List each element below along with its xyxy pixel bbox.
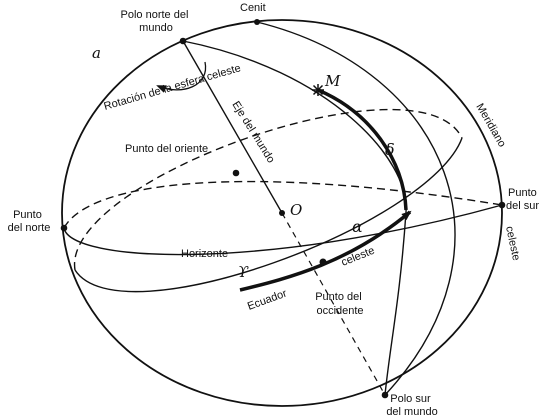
star-icon: [312, 84, 324, 96]
equator-right-ascension-arc: [239, 210, 412, 292]
south-point-dot: [498, 201, 506, 209]
east-point-label: Punto del oriente: [125, 143, 208, 155]
equator-back: [74, 108, 463, 271]
horizon-front: [63, 204, 503, 256]
axis-label: Eje del mundo: [229, 99, 276, 165]
equator-label: Ecuador: [246, 287, 289, 312]
zenith-label: Cenit: [240, 2, 266, 14]
star-m-label: M: [324, 72, 341, 90]
meridian-celeste-label: celeste: [503, 225, 522, 262]
axis-hidden-extension: [281, 212, 386, 396]
declination-arc: [317, 88, 408, 211]
zenith-dot: [254, 19, 260, 25]
meridian-circle: [256, 21, 456, 396]
small-a-label: a: [92, 44, 101, 62]
center-label: O: [290, 201, 302, 219]
west-point-dot: [319, 258, 327, 266]
north-pole-label: Polo norte del mundo: [121, 9, 192, 34]
north-pole-dot: [179, 37, 187, 45]
delta-label: δ: [385, 140, 395, 159]
south-pole-dot: [381, 391, 389, 399]
north-point-label: Punto del norte: [8, 209, 51, 234]
world-axis: [182, 40, 283, 214]
horizon-label: Horizonte: [181, 248, 228, 260]
rotation-label: Rotación de la esfera celeste: [103, 62, 243, 113]
alpha-label: α: [352, 217, 363, 236]
sphere-outline: [61, 19, 503, 407]
north-point-dot: [60, 224, 68, 232]
center-dot: [279, 210, 285, 216]
south-point-label: Punto del sur: [506, 187, 540, 212]
south-pole-label: Polo sur del mundo: [386, 393, 437, 418]
east-point-dot: [232, 169, 240, 177]
west-point-label: Punto del occidente: [315, 291, 365, 317]
equator-front: [74, 137, 463, 293]
aries-label: ϒ: [238, 263, 249, 281]
rotation-arrow: [156, 61, 207, 93]
